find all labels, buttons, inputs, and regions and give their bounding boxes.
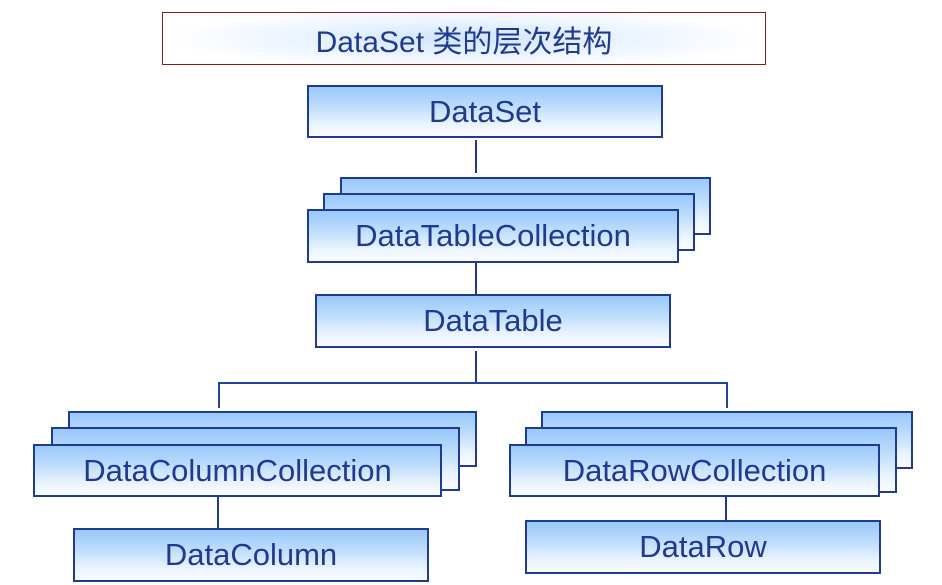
connector-branch-right xyxy=(726,382,728,408)
node-datarow: DataRow xyxy=(525,520,881,574)
node-datacolumn: DataColumn xyxy=(73,528,429,582)
node-dataset-label: DataSet xyxy=(428,93,541,129)
diagram-title-text: DataSet 类的层次结构 xyxy=(315,25,613,59)
connector-datatable-down xyxy=(475,351,477,383)
connector-datacolumncollection-to-datacolumn xyxy=(217,497,219,528)
node-datacolumn-label: DataColumn xyxy=(164,537,338,572)
node-datatablecollection: DataTableCollection xyxy=(307,209,679,263)
diagram-title: DataSet 类的层次结构 xyxy=(162,12,766,65)
node-datatablecollection-label: DataTableCollection xyxy=(355,218,631,253)
node-datacolumncollection: DataColumnCollection xyxy=(33,444,442,497)
connector-branch-horizontal xyxy=(218,382,728,384)
connector-branch-left xyxy=(218,382,220,408)
node-datarowcollection-label: DataRowCollection xyxy=(562,452,827,488)
node-datarow-label: DataRow xyxy=(639,529,767,564)
connector-datatablecollection-to-datatable xyxy=(475,263,477,294)
node-datacolumncollection-label: DataColumnCollection xyxy=(83,452,392,488)
node-dataset: DataSet xyxy=(307,85,663,138)
node-datatable: DataTable xyxy=(315,294,671,348)
node-datarowcollection: DataRowCollection xyxy=(509,444,880,497)
node-datatable-label: DataTable xyxy=(423,303,563,338)
connector-dataset-to-datatablecollection xyxy=(475,140,477,173)
connector-datarowcollection-to-datarow xyxy=(725,497,727,520)
